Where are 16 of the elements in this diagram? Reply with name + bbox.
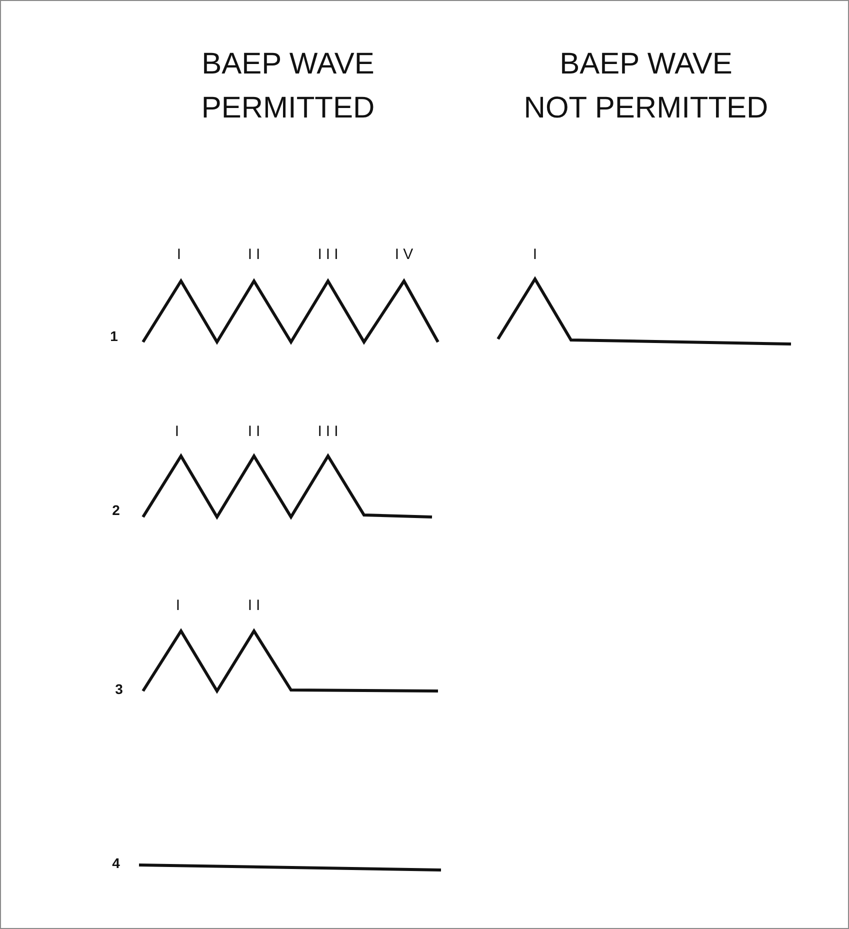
row-number: 4 [112,854,120,873]
row-number: 2 [112,500,120,520]
wave-peak-label: I [174,596,184,616]
wave-peak-label: I [174,422,184,442]
wave-peak-label: I [176,245,186,266]
row-number: 1 [110,326,118,346]
wave-peak-label: I [532,245,542,266]
wave-peak-label: III [316,422,342,442]
wave-peak-label: IV [394,245,418,266]
wave-peak-label: II [246,422,264,442]
wave-peak-label: III [316,245,342,266]
wave-peak-label: II [246,596,264,616]
column-heading: BAEP WAVE NOT PERMITTED [524,46,768,126]
row-number: 3 [115,680,123,699]
wave-peak-label: II [246,245,264,266]
column-heading: BAEP WAVE PERMITTED [201,46,375,126]
